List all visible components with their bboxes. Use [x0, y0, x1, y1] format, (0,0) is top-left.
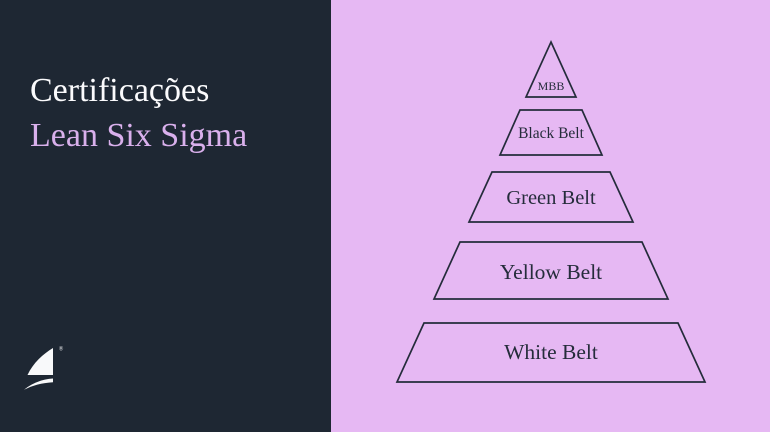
pyramid-level-white-belt-shape	[395, 322, 707, 383]
title-panel: Certificações Lean Six Sigma ®	[0, 0, 331, 432]
title-block: Certificações Lean Six Sigma	[30, 68, 247, 158]
pyramid-level-green-belt-label: Green Belt	[506, 187, 596, 209]
pyramid-level-yellow-belt-shape	[432, 241, 670, 300]
pyramid-level-black-belt: Black Belt	[498, 109, 604, 156]
pyramid-level-white-belt-label: White Belt	[504, 340, 598, 364]
pyramid-diagram: MBB Black Belt Green Belt Yellow Belt Wh…	[395, 39, 707, 383]
logo-swoosh-shape	[24, 378, 53, 390]
pyramid-level-yellow-belt: Yellow Belt	[432, 241, 670, 300]
registered-mark: ®	[59, 346, 64, 353]
brand-logo-icon: ®	[24, 346, 64, 390]
pyramid-level-mbb: MBB	[524, 39, 578, 98]
pyramid-level-black-belt-shape	[498, 109, 604, 156]
pyramid-level-mbb-shape	[524, 39, 578, 98]
pyramid-level-yellow-belt-label: Yellow Belt	[500, 260, 602, 284]
logo-sail-shape	[27, 348, 53, 375]
pyramid-level-mbb-label: MBB	[538, 79, 565, 93]
pyramid-level-white-belt: White Belt	[395, 322, 707, 383]
page-title: Certificações	[30, 72, 210, 109]
pyramid-level-green-belt: Green Belt	[467, 171, 635, 223]
pyramid-level-black-belt-label: Black Belt	[518, 125, 585, 142]
pyramid-level-green-belt-shape	[467, 171, 635, 223]
diagram-panel: MBB Black Belt Green Belt Yellow Belt Wh…	[331, 0, 770, 432]
page-subtitle: Lean Six Sigma	[30, 117, 248, 154]
